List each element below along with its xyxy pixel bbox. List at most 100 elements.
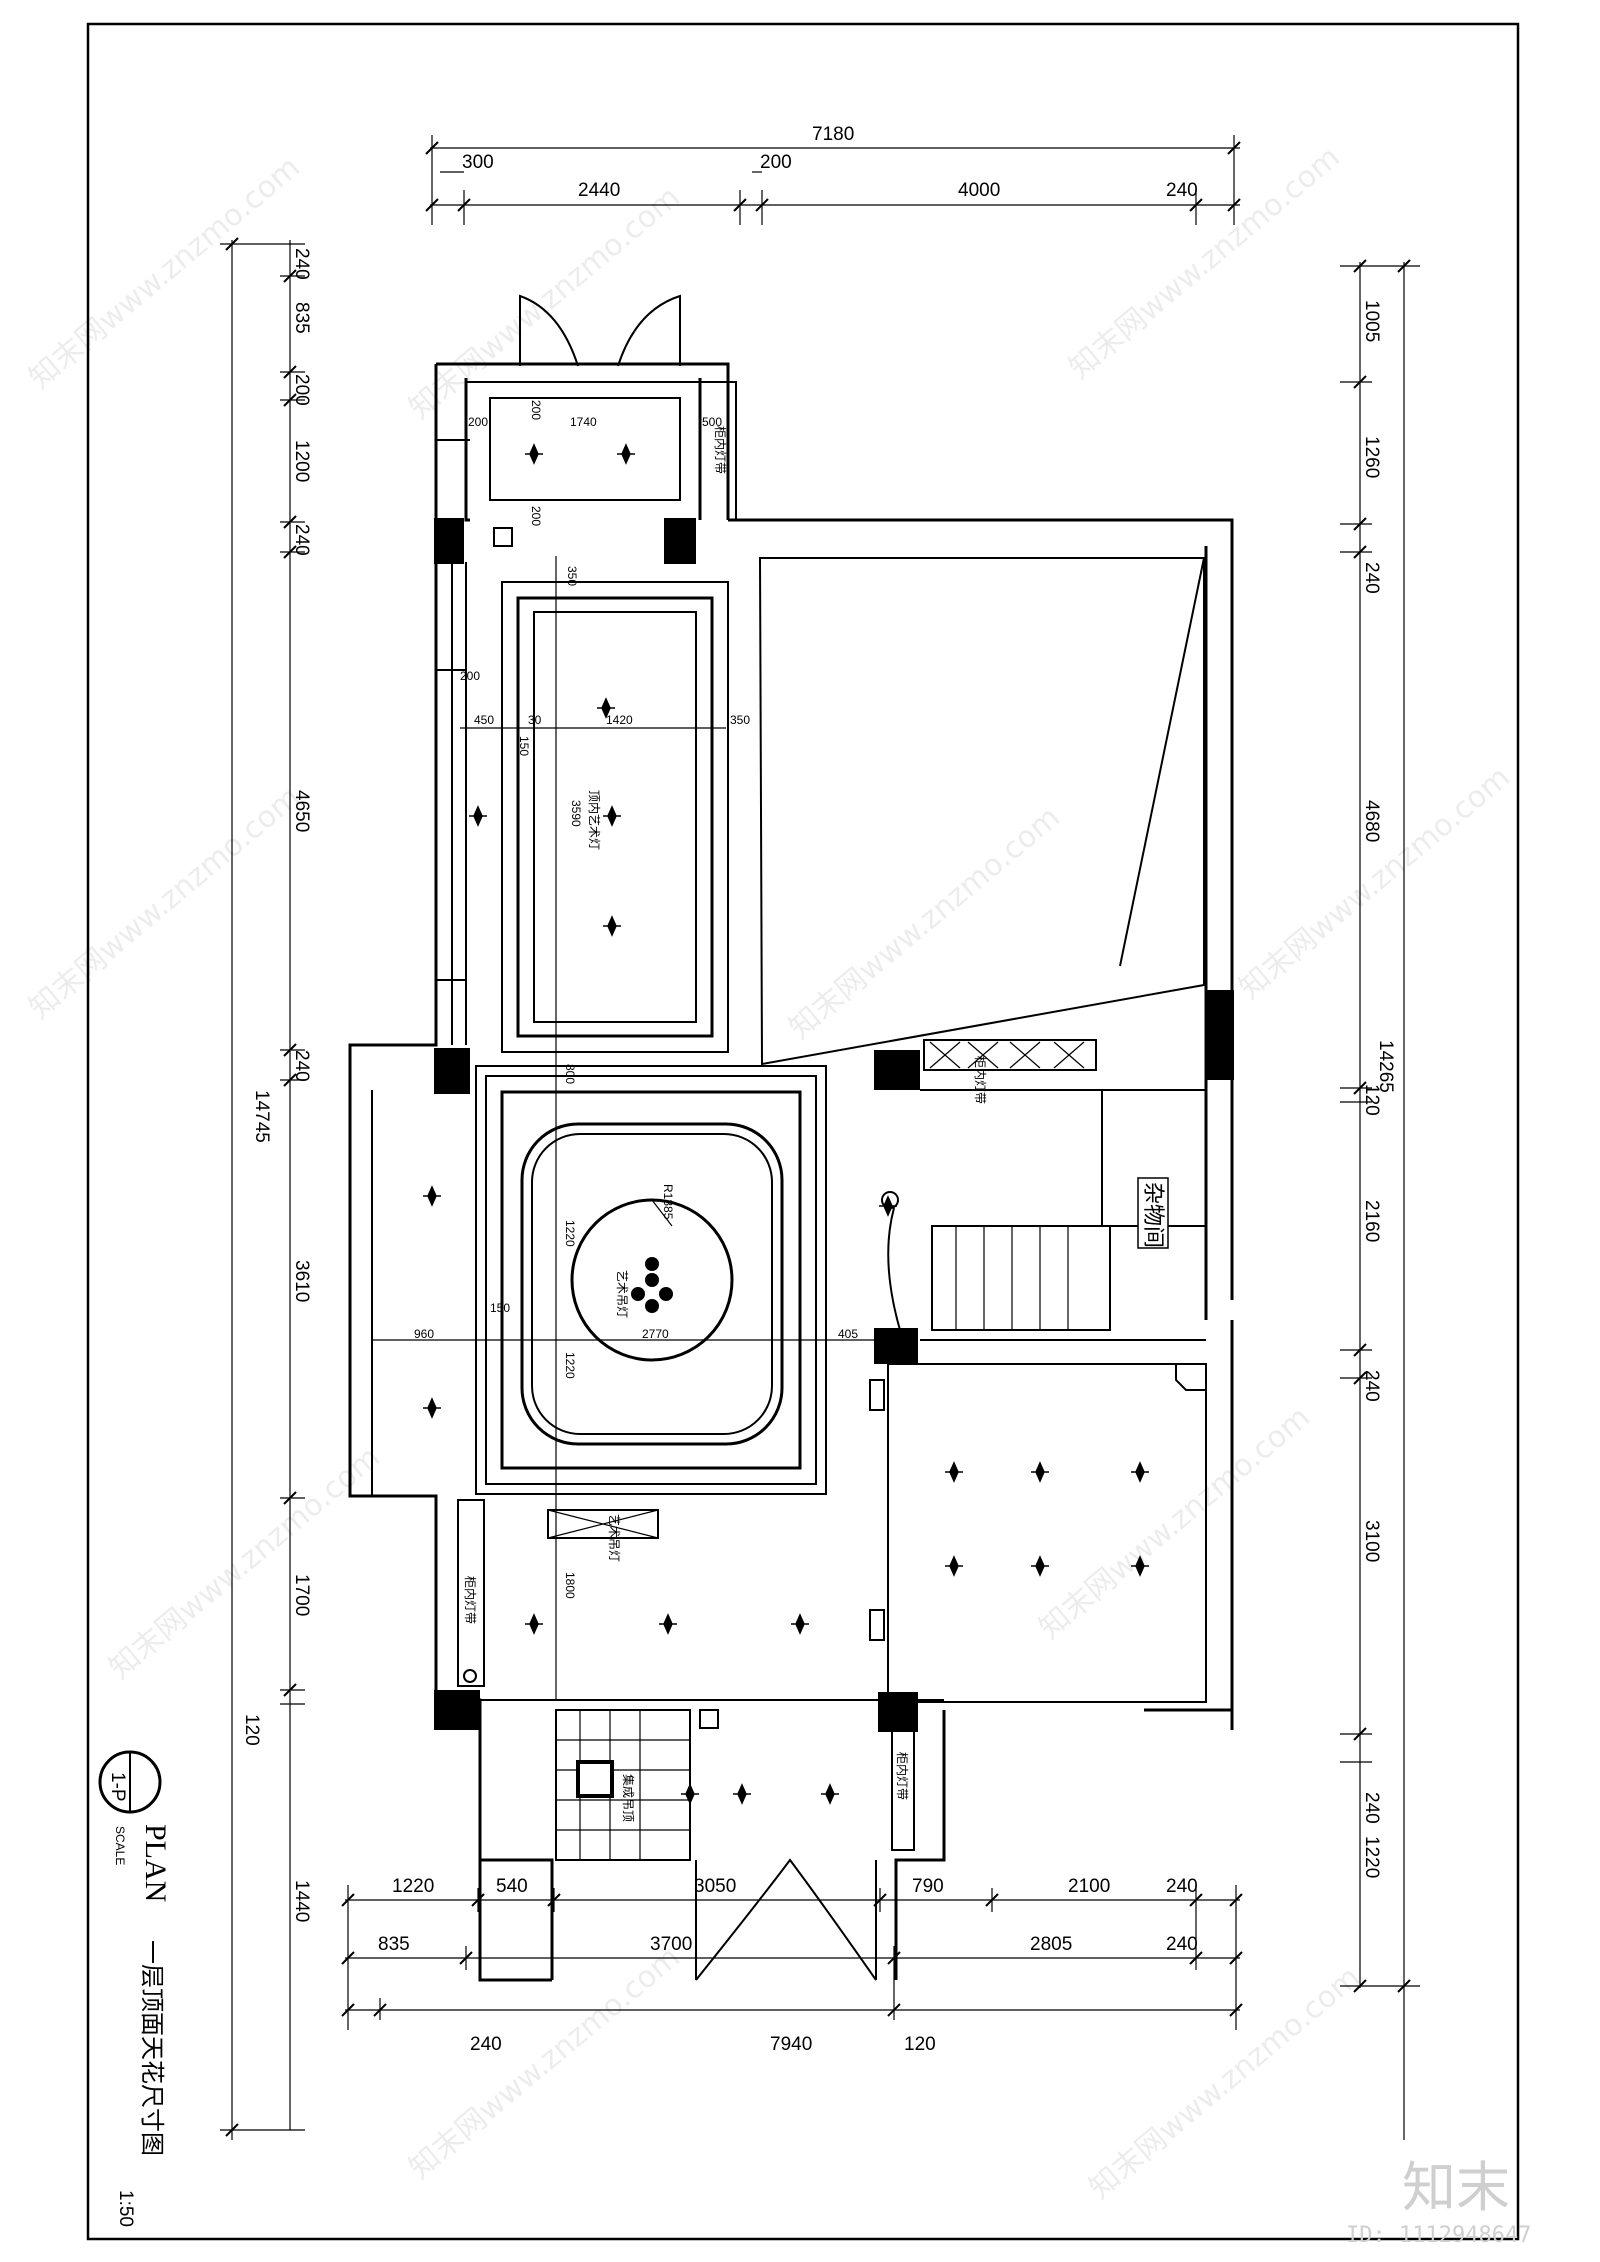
drawing-title: 一层顶面天花尺寸图 — [138, 1940, 166, 2156]
dim-left-1: 240 — [291, 248, 312, 280]
dim-left-7: 240 — [291, 1050, 312, 1082]
dim-right-overall: 14265 — [1375, 1040, 1396, 1093]
dim-living-left: 960 — [414, 1327, 434, 1341]
dim-porch-width: 1740 — [570, 415, 597, 429]
right-dimension-lines: 14265 1005 1260 240 4680 120 2160 240 31… — [1340, 259, 1420, 2140]
dim-living-h2: 1220 — [563, 1352, 577, 1379]
dim-right-10: 1220 — [1361, 1836, 1382, 1878]
dim-bottom-5: 2100 — [1068, 1876, 1110, 1897]
watermark-layer: 知末网www.znzmo.com 知末网www.znzmo.com 知末网www… — [23, 140, 1517, 2206]
sheet-border — [86, 22, 1520, 2241]
label-art-lamp-1: 艺术吊灯 — [615, 1270, 629, 1318]
dim-hall-side: 150 — [517, 736, 531, 756]
dim-bottom-3: 3050 — [694, 1876, 736, 1897]
dim-left-11: 1440 — [291, 1880, 312, 1922]
watermark-text: 知末网www.znzmo.com — [1233, 760, 1517, 1006]
dim-hall-left: 450 — [474, 713, 494, 727]
dim-living-800: 800 — [563, 1064, 577, 1084]
label-cabinet-light-2: 柜内灯带 — [973, 1056, 987, 1104]
brand-logo: 知末 — [1402, 2156, 1510, 2219]
dim-bottom-4: 790 — [912, 1876, 944, 1897]
dim-bottom-8: 3700 — [650, 1934, 692, 1955]
dim-porch-d: 200 — [529, 506, 543, 526]
label-storage: 杂物间 — [1140, 1182, 1165, 1248]
dim-right-4: 4680 — [1361, 800, 1382, 842]
dim-living-right: 405 — [838, 1327, 858, 1341]
watermark-text: 知末网www.znzmo.com — [783, 800, 1067, 1046]
dim-left-9: 1700 — [291, 1574, 312, 1616]
watermark-text: 知末网www.znzmo.com — [403, 180, 687, 426]
title-block: 1-P PLAN SCALE 一层顶面天花尺寸图 1:50 — [98, 1750, 172, 2227]
dim-right-8: 3100 — [1361, 1520, 1382, 1562]
label-art-lamp-2: 艺术吊灯 — [607, 1514, 621, 1562]
dim-overall-height: 14745 — [251, 1090, 272, 1143]
plan-label: PLAN — [139, 1824, 172, 1902]
dim-top-5: 240 — [1166, 180, 1198, 201]
dim-right-9: 240 — [1361, 1792, 1382, 1824]
dim-porch-c: 200 — [529, 400, 543, 420]
dim-hall-height: 3590 — [569, 800, 583, 827]
dim-bottom-13: 120 — [904, 2034, 936, 2055]
dim-overall-width: 7180 — [812, 124, 854, 145]
drawing-scale: 1:50 — [115, 2190, 136, 2227]
watermark-text: 知末网www.znzmo.com — [23, 780, 307, 1026]
dim-right-1: 1005 — [1361, 300, 1382, 342]
dim-top-2: 2440 — [578, 180, 620, 201]
dim-right-2: 1260 — [1361, 436, 1382, 478]
dim-living-150: 150 — [490, 1301, 510, 1315]
dim-bottom-10: 240 — [1166, 1934, 1198, 1955]
dim-porch-a: 200 — [468, 415, 488, 429]
dim-right-7: 240 — [1361, 1370, 1382, 1402]
dim-bottom-7: 835 — [378, 1934, 410, 1955]
dim-hall-width: 1420 — [606, 713, 633, 727]
top-dimension-lines: 7180 300 2440 200 4000 240 — [425, 124, 1241, 225]
dim-hall-top: 350 — [565, 566, 579, 586]
bottom-dimension-lines: 1220 540 3050 790 2100 240 835 3700 2805… — [341, 1876, 1243, 2055]
watermark-text: 知末网www.znzmo.com — [1083, 1960, 1367, 2206]
dim-hall-mid: 30 — [528, 713, 542, 727]
dim-living-width: 2770 — [642, 1327, 669, 1341]
brand-id: ID: 1112948647 — [1346, 2223, 1531, 2248]
dim-bottom-9: 2805 — [1030, 1934, 1072, 1955]
dim-right-6: 2160 — [1361, 1200, 1382, 1242]
watermark-text: 知末网www.znzmo.com — [23, 150, 307, 396]
label-entry-lamp: 集成吊顶 — [621, 1774, 636, 1822]
dim-left-3: 200 — [291, 374, 312, 406]
dim-right-3: 240 — [1361, 562, 1382, 594]
dim-top-1: 300 — [462, 152, 494, 173]
dim-left-10: 120 — [241, 1714, 262, 1746]
dim-top-3: 200 — [760, 152, 792, 173]
watermark-text: 知末网www.znzmo.com — [403, 1940, 687, 2186]
dim-living-radius: R1385 — [661, 1184, 675, 1220]
dim-living-1800: 1800 — [563, 1572, 577, 1599]
room-labels: 杂物间 柜内灯带 柜内灯带 柜内灯带 柜内灯带 艺术吊灯 艺术吊灯 顶内艺术灯 … — [463, 426, 1169, 1822]
dim-bottom-1: 1220 — [392, 1876, 434, 1897]
dim-porch-b: 500 — [702, 415, 722, 429]
dim-bottom-11: 240 — [470, 2034, 502, 2055]
dim-left-2: 835 — [291, 302, 312, 334]
dim-bottom-6: 240 — [1166, 1876, 1198, 1897]
dim-bottom-12: 7940 — [770, 2034, 812, 2055]
watermark-text: 知末网www.znzmo.com — [1063, 140, 1347, 386]
ceiling-lamps — [423, 443, 1149, 1805]
watermark-text: 知末网www.znzmo.com — [1033, 1400, 1317, 1646]
dim-bottom-2: 540 — [496, 1876, 528, 1897]
scale-label: SCALE — [113, 1826, 127, 1865]
label-cabinet-light-1: 柜内灯带 — [713, 426, 727, 474]
left-dimension-lines: 14745 240 835 200 1200 240 4650 240 3610… — [220, 237, 312, 2140]
dim-top-4: 4000 — [958, 180, 1000, 201]
dim-hall-200: 200 — [460, 669, 480, 683]
label-cabinet-light-4: 柜内灯带 — [895, 1752, 909, 1800]
dim-left-4: 1200 — [291, 440, 312, 482]
sheet-tag: 1-P — [107, 1772, 128, 1802]
dim-living-h1: 1220 — [563, 1220, 577, 1247]
dim-left-5: 240 — [291, 524, 312, 556]
watermark-text: 知末网www.znzmo.com — [103, 1440, 387, 1686]
label-cabinet-light-3: 柜内灯带 — [463, 1576, 477, 1624]
floor-plan — [348, 294, 1234, 1982]
interior-dimensions: 1740 200 500 200 200 1420 450 30 350 359… — [414, 400, 858, 1599]
dim-left-6: 4650 — [291, 790, 312, 832]
dim-right-5: 120 — [1361, 1084, 1382, 1116]
dim-hall-right: 350 — [730, 713, 750, 727]
